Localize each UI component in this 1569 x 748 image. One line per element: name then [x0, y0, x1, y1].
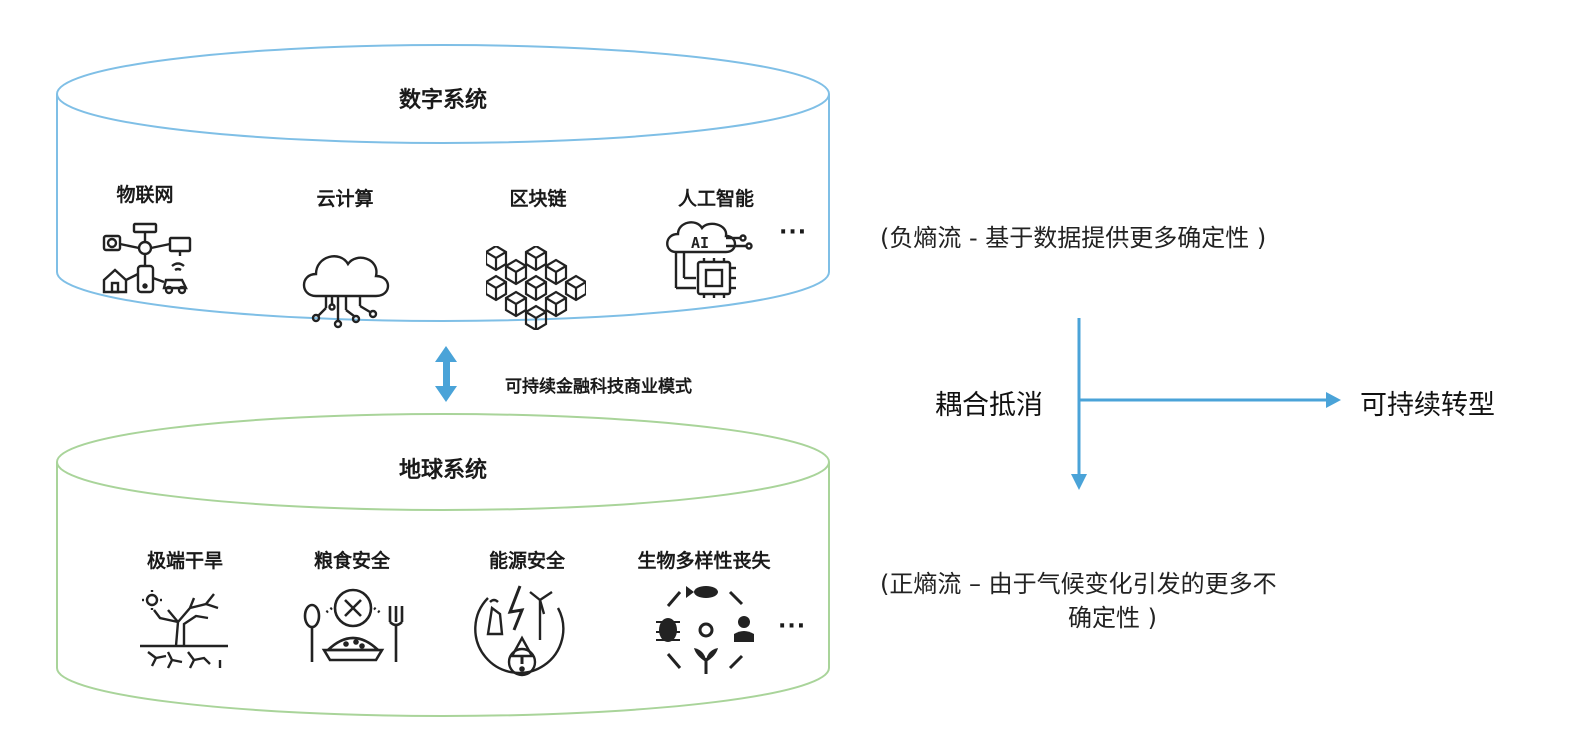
ai-chip-icon: AI	[666, 221, 753, 298]
arrowhead-down	[1071, 474, 1087, 490]
digital-item-label-iot: 物联网	[116, 184, 174, 206]
earth-item-label-energy: 能源安全	[488, 550, 566, 572]
coupling-arrows	[1077, 318, 1330, 476]
food-security-icon	[303, 588, 404, 662]
digital-system-cylinder	[56, 44, 830, 322]
earth-system-cylinder	[56, 413, 830, 717]
earth-item-label-drought: 极端干旱	[146, 550, 224, 572]
cloud-computing-icon	[302, 255, 390, 329]
bidirectional-arrow	[435, 346, 457, 402]
blockchain-cubes-icon	[486, 246, 586, 330]
digital-more-ellipsis: ···	[779, 220, 808, 245]
negative-entropy-text: (负熵流 - 基于数据提供更多确定性 )	[880, 224, 1267, 252]
energy-security-icon	[474, 585, 565, 677]
digital-system-title: 数字系统	[398, 88, 488, 113]
biodiversity-icon	[656, 586, 754, 674]
earth-more-ellipsis: ···	[778, 614, 807, 639]
iot-network-icon	[102, 222, 192, 295]
drought-tree-icon	[140, 590, 228, 669]
positive-entropy-text-line1: (正熵流 – 由于气候变化引发的更多不	[880, 570, 1277, 598]
digital-item-label-blockchain: 区块链	[509, 188, 567, 210]
connector-label: 可持续金融科技商业模式	[505, 377, 692, 397]
earth-item-label-food: 粮食安全	[313, 550, 391, 572]
positive-entropy-text-line2: 确定性 )	[1068, 604, 1157, 632]
sustainable-transformation-label: 可持续转型	[1360, 390, 1495, 421]
earth-system-title: 地球系统	[398, 458, 488, 483]
earth-item-label-biodiversity: 生物多样性丧失	[637, 550, 771, 572]
digital-item-label-cloud: 云计算	[316, 188, 374, 210]
svg-text:AI: AI	[691, 234, 709, 252]
arrowhead-right	[1326, 392, 1341, 408]
digital-item-label-ai: 人工智能	[677, 188, 755, 210]
coupling-offset-label: 耦合抵消	[935, 390, 1043, 421]
